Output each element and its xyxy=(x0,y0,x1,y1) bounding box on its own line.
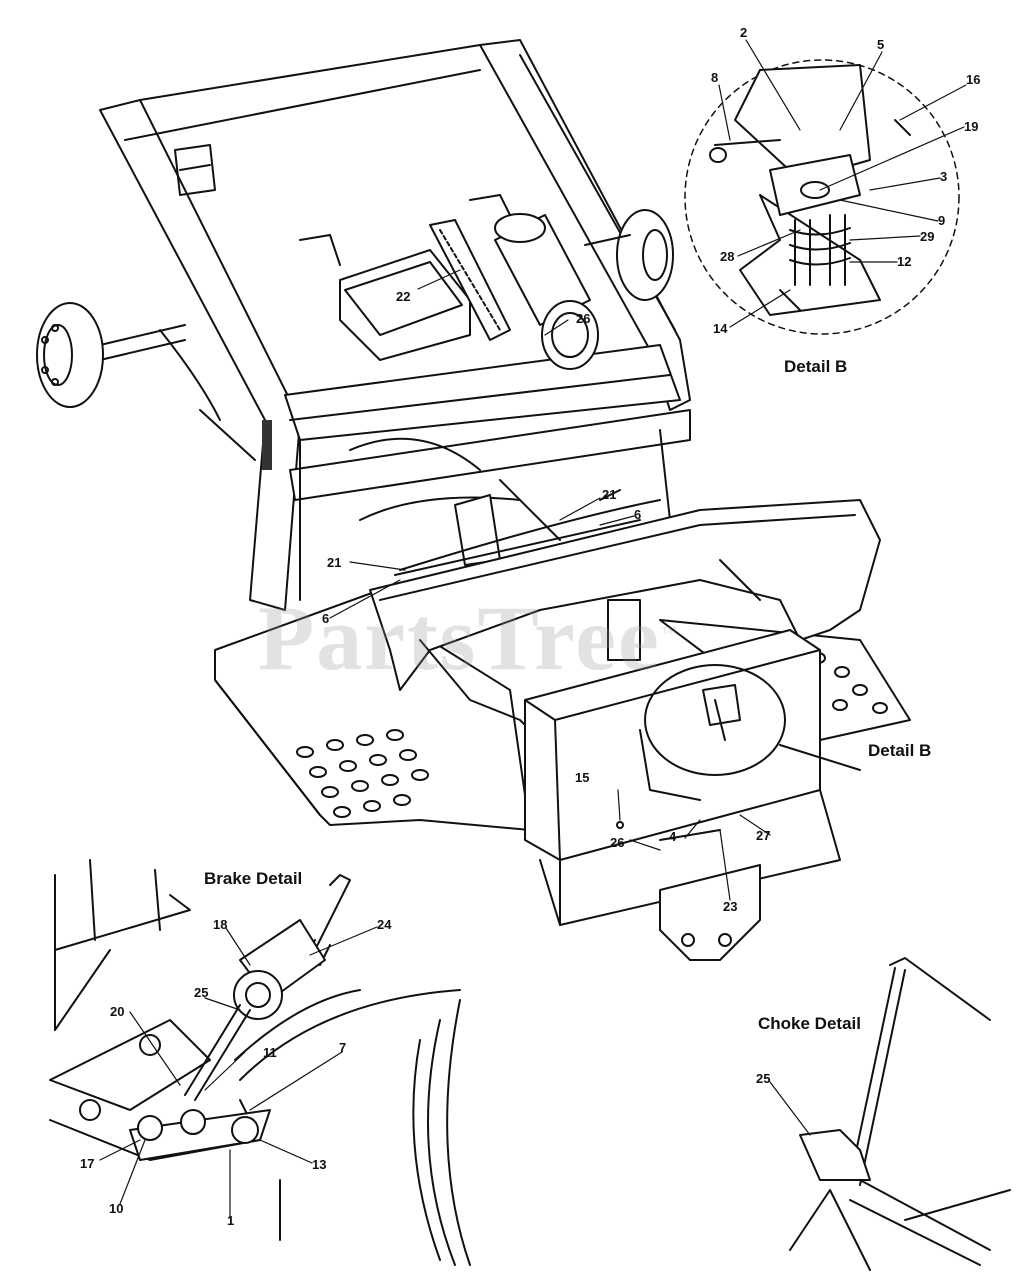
main-frame xyxy=(99,39,691,611)
callout-8: 8 xyxy=(711,70,719,85)
callout-21: 21 xyxy=(602,487,617,502)
callout-6: 6 xyxy=(634,507,642,522)
callout-13: 13 xyxy=(312,1157,327,1172)
detail-b-view xyxy=(684,59,960,335)
callout-28: 28 xyxy=(720,249,735,264)
callout-9: 9 xyxy=(938,213,946,228)
callout-18: 18 xyxy=(213,917,228,932)
engine-assembly xyxy=(299,194,599,566)
callout-4: 4 xyxy=(669,829,677,844)
callout-26: 26 xyxy=(576,311,591,326)
callout-15: 15 xyxy=(575,770,590,785)
choke-detail-view xyxy=(789,957,1011,1271)
callout-19: 19 xyxy=(964,119,979,134)
callout-7: 7 xyxy=(339,1040,347,1055)
callout-1: 1 xyxy=(227,1213,235,1228)
detail-b-marker xyxy=(644,664,861,776)
callout-23: 23 xyxy=(723,899,738,914)
callout-20: 20 xyxy=(110,1004,125,1019)
callout-25: 25 xyxy=(194,985,209,1000)
callout-27: 27 xyxy=(756,828,771,843)
callout-26: 26 xyxy=(610,835,625,850)
callout-24: 24 xyxy=(377,917,392,932)
callout-12: 12 xyxy=(897,254,912,269)
callout-25: 25 xyxy=(756,1071,771,1086)
callout-17: 17 xyxy=(80,1156,95,1171)
callout-3: 3 xyxy=(940,169,948,184)
front-shroud xyxy=(369,499,881,741)
detail-b-callout-title: Detail B xyxy=(868,741,932,760)
watermark-trademark: ™ xyxy=(660,624,679,642)
watermark: PartsTree™ xyxy=(258,585,679,691)
callout-22: 22 xyxy=(396,289,411,304)
control-cables xyxy=(159,329,661,576)
footplate-holes xyxy=(296,652,888,818)
callout-14: 14 xyxy=(713,321,728,336)
brake-detail-title: Brake Detail xyxy=(204,869,303,888)
rear-axle xyxy=(36,209,674,408)
watermark-text: PartsTree xyxy=(258,587,661,689)
callout-10: 10 xyxy=(109,1201,124,1216)
callout-5: 5 xyxy=(877,37,885,52)
callout-6: 6 xyxy=(322,611,330,626)
detail-b-title: Detail B xyxy=(784,357,848,376)
dash-panel xyxy=(524,629,841,961)
callout-29: 29 xyxy=(920,229,935,244)
leader-lines xyxy=(99,39,967,1219)
callout-11: 11 xyxy=(263,1045,277,1060)
choke-detail-title: Choke Detail xyxy=(758,1014,861,1033)
callout-21: 21 xyxy=(327,555,342,570)
callout-2: 2 xyxy=(740,25,748,40)
brake-detail-view xyxy=(49,859,471,1266)
callout-16: 16 xyxy=(966,72,981,87)
